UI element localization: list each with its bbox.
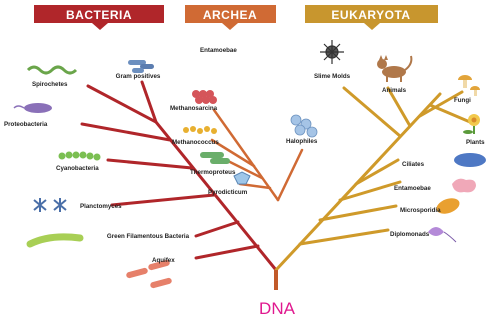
planctomyces-organism xyxy=(34,198,66,212)
gram-positives-organism xyxy=(128,60,154,73)
eukaryota-header: EUKARYOTA xyxy=(305,5,438,30)
archea-title: ARCHEA xyxy=(203,8,257,22)
archea-branches xyxy=(212,110,302,200)
label-plants: Plants xyxy=(466,139,485,146)
bacteria-title: BACTERIA xyxy=(66,8,132,22)
animals-organism xyxy=(377,55,411,82)
label-microsporidia: Microsporidia xyxy=(400,207,441,214)
label-slime-molds: Slime Molds xyxy=(314,73,351,80)
methanococcus-organism xyxy=(183,126,217,134)
proteobacteria-organism xyxy=(14,103,52,113)
label-gram-positives: Gram positives xyxy=(116,73,161,80)
label-diplomonads: Diplomonads xyxy=(390,231,430,238)
label-animals: Animals xyxy=(382,87,407,94)
label-pyrodicticum: Pyrodicticum xyxy=(208,189,248,196)
label-proteobacteria: Proteobacteria xyxy=(4,121,48,128)
entamoebae-eukaryota-organism xyxy=(452,179,476,193)
pyrodicticum-organism xyxy=(234,172,250,184)
label-eukaryota-entamoebae: Entamoebae xyxy=(394,185,431,192)
bacteria-header: BACTERIA xyxy=(34,5,164,30)
green-filamentous-organism xyxy=(30,237,80,244)
cyanobacteria-organism xyxy=(59,152,101,161)
plants-organism xyxy=(463,114,480,134)
label-fungi: Fungi xyxy=(454,97,471,104)
dna-root-label: DNA xyxy=(259,299,296,318)
slime-molds-organism xyxy=(320,40,344,64)
label-halophiles: Halophiles xyxy=(286,138,318,145)
label-planctomyces: Planctomyces xyxy=(80,203,122,210)
label-spirochetes: Spirochetes xyxy=(32,81,68,88)
halophiles-organism xyxy=(291,115,317,137)
eukaryota-branches xyxy=(276,88,470,270)
diplomonads-organism xyxy=(428,227,456,242)
archea-header: ARCHEA xyxy=(185,5,276,30)
label-green-filamentous: Green Filamentous Bacteria xyxy=(107,233,190,240)
methanosarcina-organism xyxy=(192,90,217,104)
label-methanococcus: Methanococcus xyxy=(172,139,219,146)
thermoproteus-organism xyxy=(200,152,230,164)
label-aquifex: Aquifex xyxy=(152,257,175,264)
label-thermoproteus: Thermoproteus xyxy=(190,169,236,176)
label-methanosarcina: Methanosarcina xyxy=(170,105,218,112)
label-ciliates: Ciliates xyxy=(402,161,425,168)
label-archea-entamoebae: Entamoebae xyxy=(200,47,237,54)
ciliates-organism xyxy=(454,153,486,167)
eukaryota-title: EUKARYOTA xyxy=(331,8,410,22)
spirochetes-organism xyxy=(28,67,76,73)
label-cyanobacteria: Cyanobacteria xyxy=(56,165,99,172)
